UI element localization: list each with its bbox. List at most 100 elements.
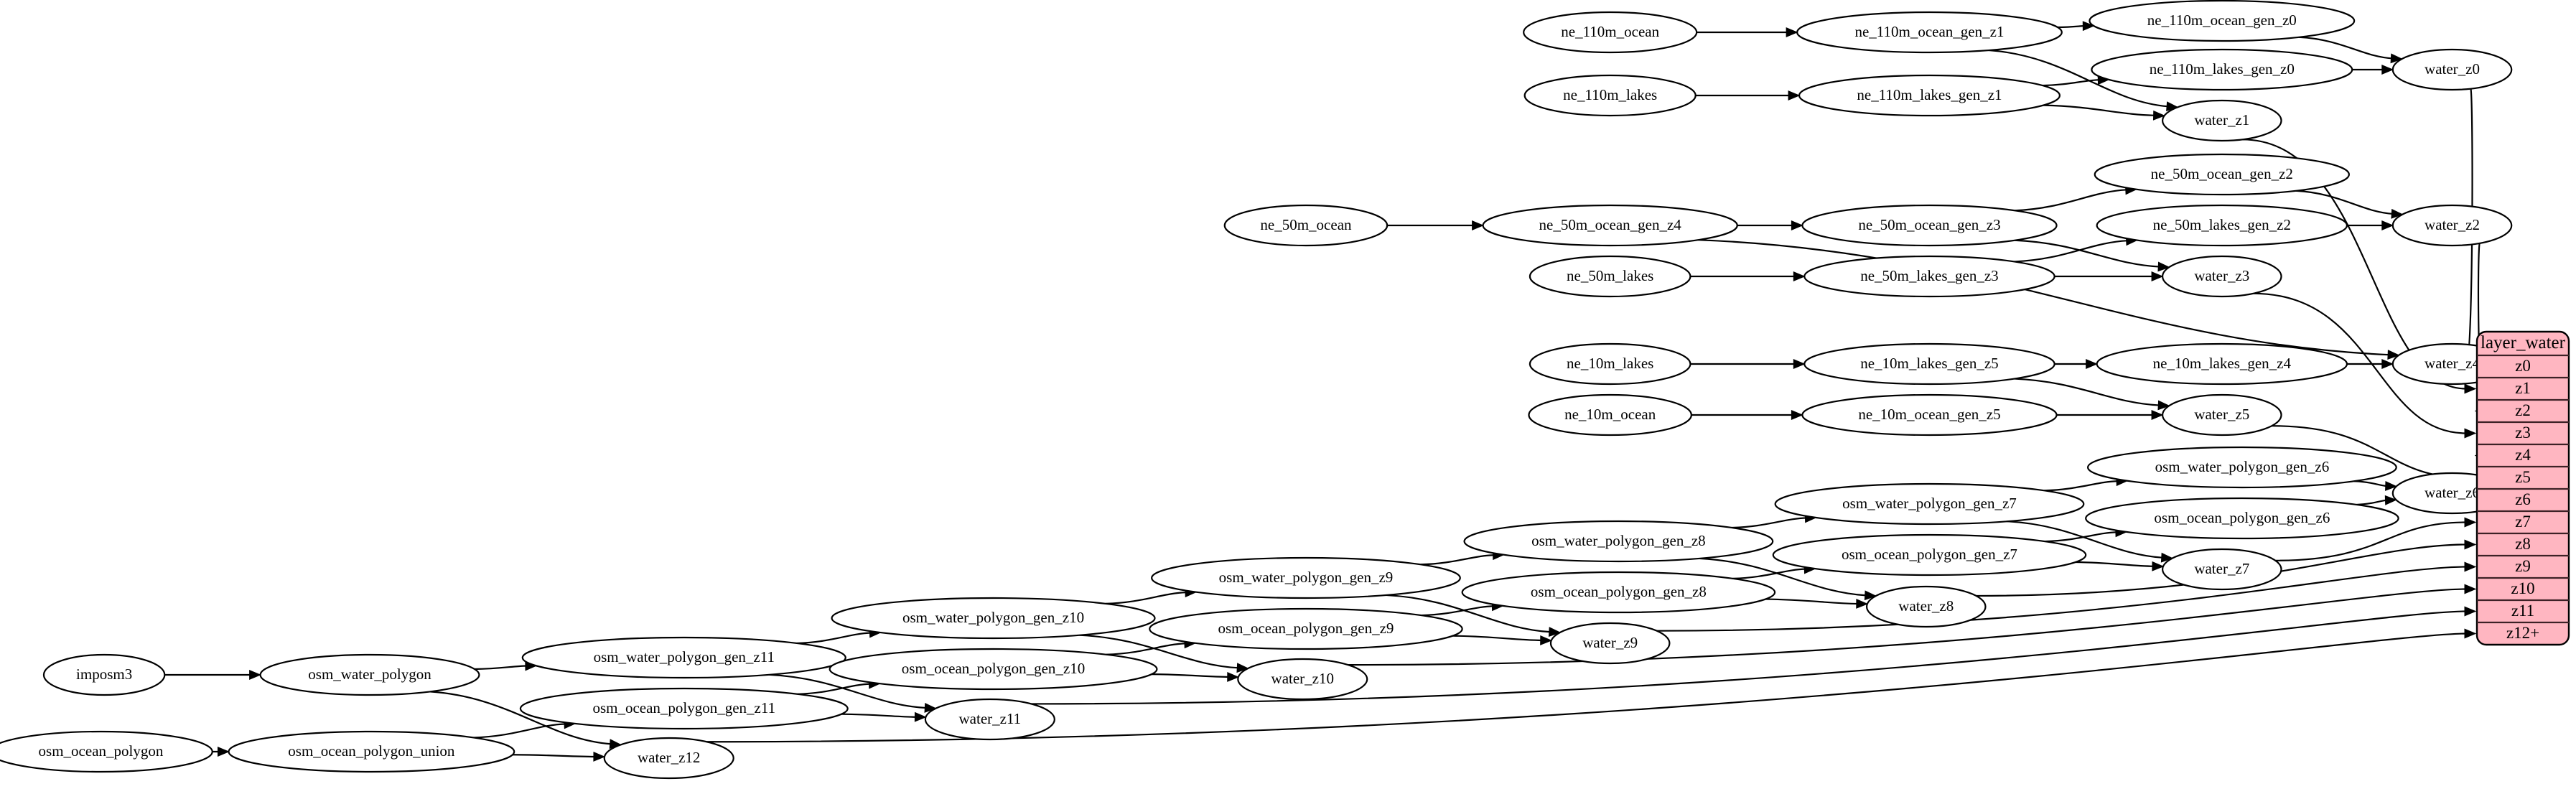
edge-arrowhead xyxy=(249,670,261,680)
edge-arrowhead xyxy=(2464,584,2477,594)
node-osm_water_polygon_gen_z11[interactable]: osm_water_polygon_gen_z11 xyxy=(521,636,846,679)
node-shape-osm_ocean_polygon xyxy=(0,730,213,773)
node-water_z0[interactable]: water_z0 xyxy=(2391,48,2513,91)
node-imposm3[interactable]: imposm3 xyxy=(42,653,166,696)
node-osm_water_polygon_gen_z9[interactable]: osm_water_polygon_gen_z9 xyxy=(1151,556,1461,599)
edge-osm_ocean_polygon_gen_z9-to-water_z9 xyxy=(1452,635,1542,642)
node-ne_10m_lakes_gen_z5[interactable]: ne_10m_lakes_gen_z5 xyxy=(1803,342,2055,386)
node-shape-osm_water_polygon xyxy=(259,653,480,696)
node-shape-ne_110m_ocean_gen_z1 xyxy=(1796,11,2063,54)
edge-arrowhead xyxy=(2082,21,2095,32)
edge-ne_110m_ocean_gen_z1-to-water_z1 xyxy=(1989,49,2169,108)
node-ne_110m_lakes[interactable]: ne_110m_lakes xyxy=(1523,74,1697,117)
node-shape-water_z10 xyxy=(1237,658,1368,701)
node-osm_ocean_polygon[interactable]: osm_ocean_polygon xyxy=(0,730,213,773)
node-shape-ne_50m_lakes xyxy=(1529,255,1691,298)
edge-osm_water_polygon-to-water_z12 xyxy=(429,691,612,745)
node-osm_ocean_polygon_gen_z9[interactable]: osm_ocean_polygon_gen_z9 xyxy=(1149,607,1463,650)
node-osm_ocean_polygon_gen_z7[interactable]: osm_ocean_polygon_gen_z7 xyxy=(1772,533,2087,576)
node-osm_ocean_polygon_gen_z8[interactable]: osm_ocean_polygon_gen_z8 xyxy=(1461,571,1776,614)
node-ne_110m_lakes_gen_z0[interactable]: ne_110m_lakes_gen_z0 xyxy=(2091,48,2353,91)
edge-osm_ocean_polygon_union-to-water_z12 xyxy=(512,754,595,758)
node-shape-osm_water_polygon_gen_z6 xyxy=(2086,446,2397,489)
node-shape-ne_10m_lakes_gen_z4 xyxy=(2096,342,2348,386)
edge-arrowhead xyxy=(1791,410,1803,420)
node-ne_10m_ocean[interactable]: ne_10m_ocean xyxy=(1528,393,1692,436)
node-shape-ne_10m_lakes xyxy=(1529,342,1691,386)
edge-ne_50m_lakes_gen_z3-to-ne_50m_lakes_gen_z2 xyxy=(2014,240,2128,263)
node-osm_water_polygon_gen_z10[interactable]: osm_water_polygon_gen_z10 xyxy=(831,597,1156,640)
node-ne_50m_lakes_gen_z2[interactable]: ne_50m_lakes_gen_z2 xyxy=(2096,204,2348,247)
node-osm_ocean_polygon_gen_z6[interactable]: osm_ocean_polygon_gen_z6 xyxy=(2085,497,2399,540)
node-osm_water_polygon_gen_z7[interactable]: osm_water_polygon_gen_z7 xyxy=(1774,482,2085,526)
node-ne_50m_lakes_gen_z3[interactable]: ne_50m_lakes_gen_z3 xyxy=(1803,255,2055,298)
node-ne_10m_lakes[interactable]: ne_10m_lakes xyxy=(1529,342,1691,386)
node-ne_10m_lakes_gen_z4[interactable]: ne_10m_lakes_gen_z4 xyxy=(2096,342,2348,386)
node-ne_50m_ocean_gen_z2[interactable]: ne_50m_ocean_gen_z2 xyxy=(2094,153,2350,196)
edge-osm_water_polygon_gen_z8-to-water_z8 xyxy=(1699,557,1867,597)
node-osm_ocean_polygon_union[interactable]: osm_ocean_polygon_union xyxy=(228,730,515,773)
node-osm_ocean_polygon_gen_z11[interactable]: osm_ocean_polygon_gen_z11 xyxy=(519,687,849,730)
node-shape-water_z8 xyxy=(1865,585,1987,628)
node-shape-osm_ocean_polygon_gen_z8 xyxy=(1461,571,1776,614)
layer-water-table[interactable]: layer_waterz0z1z2z3z4z5z6z7z8z9z10z11z12… xyxy=(2475,330,2570,646)
node-water_z12[interactable]: water_z12 xyxy=(603,737,734,780)
edge-osm_ocean_polygon_gen_z6-to-water_z6 xyxy=(2356,499,2387,506)
node-shape-ne_110m_lakes_gen_z0 xyxy=(2091,48,2353,91)
node-osm_ocean_polygon_gen_z10[interactable]: osm_ocean_polygon_gen_z10 xyxy=(829,648,1158,691)
node-osm_water_polygon_gen_z8[interactable]: osm_water_polygon_gen_z8 xyxy=(1463,520,1774,563)
node-ne_10m_ocean_gen_z5[interactable]: ne_10m_ocean_gen_z5 xyxy=(1801,393,2058,436)
edge-osm_ocean_polygon_gen_z7-to-osm_ocean_polygon_gen_z6 xyxy=(2045,531,2117,543)
edge-water_z9-to-layer_water-z9 xyxy=(1656,566,2467,632)
node-water_z11[interactable]: water_z11 xyxy=(924,698,1055,741)
edge-osm_water_polygon_gen_z7-to-water_z7 xyxy=(2007,520,2163,559)
node-water_z9[interactable]: water_z9 xyxy=(1549,622,1671,665)
edge-arrowhead xyxy=(2157,261,2170,272)
node-shape-water_z3 xyxy=(2161,255,2282,298)
edge-arrowhead xyxy=(914,711,927,722)
node-ne_50m_ocean_gen_z3[interactable]: ne_50m_ocean_gen_z3 xyxy=(1801,204,2058,247)
node-ne_110m_ocean[interactable]: ne_110m_ocean xyxy=(1523,11,1698,54)
node-shape-ne_50m_ocean_gen_z3 xyxy=(1801,204,2058,247)
edge-arrowhead xyxy=(1540,635,1553,645)
edge-arrowhead xyxy=(1548,627,1562,638)
node-shape-osm_ocean_polygon_gen_z11 xyxy=(519,687,849,730)
edge-arrowhead xyxy=(1236,663,1249,673)
node-water_z2[interactable]: water_z2 xyxy=(2391,204,2513,247)
node-osm_water_polygon_gen_z6[interactable]: osm_water_polygon_gen_z6 xyxy=(2086,446,2397,489)
node-water_z10[interactable]: water_z10 xyxy=(1237,658,1368,701)
edge-ne_50m_ocean_gen_z3-to-water_z3 xyxy=(2015,239,2160,268)
edge-osm_ocean_polygon_gen_z7-to-water_z7 xyxy=(2075,561,2154,567)
node-water_z5[interactable]: water_z5 xyxy=(2161,393,2282,436)
node-water_z1[interactable]: water_z1 xyxy=(2161,99,2282,142)
node-shape-water_z12 xyxy=(603,737,734,780)
edge-osm_ocean_polygon_gen_z11-to-osm_ocean_polygon_gen_z10 xyxy=(797,683,871,695)
node-ne_110m_lakes_gen_z1[interactable]: ne_110m_lakes_gen_z1 xyxy=(1798,74,2061,117)
node-water_z3[interactable]: water_z3 xyxy=(2161,255,2282,298)
edge-arrowhead xyxy=(1793,359,1806,369)
edge-ne_110m_lakes_gen_z1-to-ne_110m_lakes_gen_z0 xyxy=(2042,79,2100,87)
edge-arrowhead xyxy=(1227,672,1240,682)
node-shape-osm_ocean_polygon_union xyxy=(228,730,515,773)
node-ne_50m_lakes[interactable]: ne_50m_lakes xyxy=(1529,255,1691,298)
node-ne_110m_ocean_gen_z1[interactable]: ne_110m_ocean_gen_z1 xyxy=(1796,11,2063,54)
edge-osm_water_polygon_gen_z10-to-osm_water_polygon_gen_z9 xyxy=(1105,592,1187,604)
node-ne_110m_ocean_gen_z0[interactable]: ne_110m_ocean_gen_z0 xyxy=(2089,0,2356,42)
edge-arrowhead xyxy=(2390,53,2403,64)
node-shape-ne_50m_lakes_gen_z2 xyxy=(2096,204,2348,247)
node-osm_water_polygon[interactable]: osm_water_polygon xyxy=(259,653,480,696)
edge-osm_water_polygon_gen_z8-to-osm_water_polygon_gen_z7 xyxy=(1732,517,1807,529)
node-water_z8[interactable]: water_z8 xyxy=(1865,585,1987,628)
edge-arrowhead xyxy=(2157,400,2170,411)
node-ne_50m_ocean_gen_z4[interactable]: ne_50m_ocean_gen_z4 xyxy=(1482,204,1738,247)
node-water_z7[interactable]: water_z7 xyxy=(2161,548,2282,591)
node-ne_50m_ocean[interactable]: ne_50m_ocean xyxy=(1223,204,1389,247)
edge-arrowhead xyxy=(2381,220,2394,230)
edge-osm_water_polygon_gen_z7-to-osm_water_polygon_gen_z6 xyxy=(2044,480,2119,492)
edge-arrowhead xyxy=(1856,599,1869,609)
edge-water_z11-to-layer_water-z11 xyxy=(1031,610,2467,705)
edge-osm_ocean_polygon_gen_z8-to-osm_ocean_polygon_gen_z7 xyxy=(1732,568,1806,579)
edge-arrowhead xyxy=(2464,539,2477,550)
